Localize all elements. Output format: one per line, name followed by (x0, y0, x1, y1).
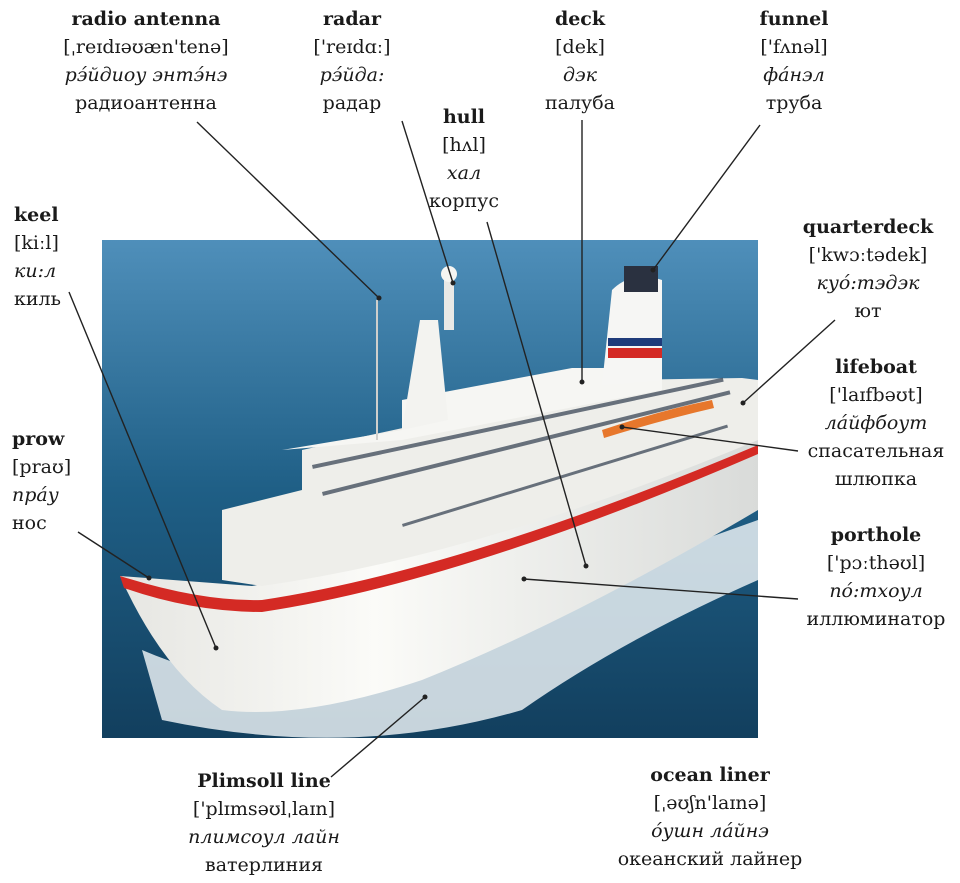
label-radio-antenna: radio antenna [ˌreɪdɪəʊæn'tenə] рэ́йдиоу… (48, 5, 244, 117)
term-porthole: porthole (830, 524, 922, 546)
ocean-liner-photo (102, 240, 758, 738)
ru-porthole: иллюминатор (806, 608, 946, 630)
label-funnel: funnel ['fʌnəl] фа́нэл труба (734, 5, 854, 117)
ru-hull: корпус (429, 190, 499, 212)
translit-deck: дэк (562, 64, 598, 86)
label-prow: prow [praʊ] пра́у нос (12, 425, 102, 537)
pron-ocean-liner: [ˌəʊʃn'laɪnə] (653, 792, 767, 814)
translit-funnel: фа́нэл (763, 64, 825, 86)
ru-lifeboat-line1: спасательная (807, 440, 945, 462)
label-radar: radar ['reɪdɑː] рэ́йда: радар (292, 5, 412, 117)
label-plimsoll-line: Plimsoll line ['plɪmsəʊlˌlaɪn] плимсоул … (176, 767, 352, 879)
ru-lifeboat-line2: шлюпка (834, 468, 918, 490)
pron-hull: [hʌl] (442, 134, 486, 156)
term-deck: deck (554, 8, 606, 30)
label-quarterdeck: quarterdeck ['kwɔːtədek] куо́:тэдэк ют (780, 213, 956, 325)
translit-ocean-liner: о́ушн ла́йнэ (651, 820, 769, 842)
pron-porthole: ['pɔːthəʊl] (826, 552, 926, 574)
term-quarterdeck: quarterdeck (802, 216, 934, 238)
term-plimsoll-line: Plimsoll line (197, 770, 331, 792)
translit-prow: пра́у (12, 484, 59, 506)
term-radio-antenna: radio antenna (71, 8, 221, 30)
pron-deck: [dek] (555, 36, 605, 58)
term-lifeboat: lifeboat (835, 356, 917, 378)
wake (142, 520, 758, 738)
ru-prow: нос (12, 512, 47, 534)
translit-quarterdeck: куо́:тэдэк (816, 272, 920, 294)
mast (402, 320, 448, 430)
label-porthole: porthole ['pɔːthəʊl] по́:тхоул иллюминат… (796, 521, 956, 633)
ru-plimsoll-line: ватерлиния (205, 854, 323, 876)
translit-hull: хал (446, 162, 482, 184)
ru-keel: киль (14, 288, 61, 310)
pron-keel: [kiːl] (14, 232, 59, 254)
pron-radar: ['reɪdɑː] (313, 36, 391, 58)
ru-funnel: труба (765, 92, 823, 114)
label-hull: hull [hʌl] хал корпус (404, 103, 524, 215)
label-deck: deck [dek] дэк палуба (520, 5, 640, 117)
term-prow: prow (12, 428, 65, 450)
term-keel: keel (14, 204, 59, 226)
term-radar: radar (323, 8, 381, 30)
pron-funnel: ['fʌnəl] (760, 36, 828, 58)
ru-deck: палуба (544, 92, 615, 114)
translit-porthole: по́:тхоул (829, 580, 923, 602)
label-lifeboat: lifeboat ['laɪfbəʊt] ла́йфбоут спасатель… (796, 353, 956, 493)
pron-radio-antenna: [ˌreɪdɪəʊæn'tenə] (63, 36, 229, 58)
label-keel: keel [kiːl] ки:л киль (14, 201, 104, 313)
pron-quarterdeck: ['kwɔːtədek] (808, 244, 928, 266)
translit-plimsoll-line: плимсоул лайн (188, 826, 340, 848)
ru-quarterdeck: ют (854, 300, 882, 322)
term-funnel: funnel (759, 8, 829, 30)
ru-radar: радар (322, 92, 382, 114)
translit-radar: рэ́йда: (319, 64, 385, 86)
pron-lifeboat: ['laɪfbəʊt] (829, 384, 923, 406)
pron-prow: [praʊ] (12, 456, 72, 478)
ru-radio-antenna: радиоантенна (75, 92, 217, 114)
term-hull: hull (442, 106, 486, 128)
ru-ocean-liner: океанский лайнер (617, 848, 803, 870)
translit-radio-antenna: рэ́йдиоу энтэ́нэ (64, 64, 228, 86)
label-ocean-liner: ocean liner [ˌəʊʃn'laɪnə] о́ушн ла́йнэ о… (600, 761, 820, 873)
translit-lifeboat: ла́йфбоут (824, 412, 928, 434)
pron-plimsoll-line: ['plɪmsəʊlˌlaɪn] (192, 798, 336, 820)
term-ocean-liner: ocean liner (650, 764, 770, 786)
translit-keel: ки:л (14, 260, 57, 282)
